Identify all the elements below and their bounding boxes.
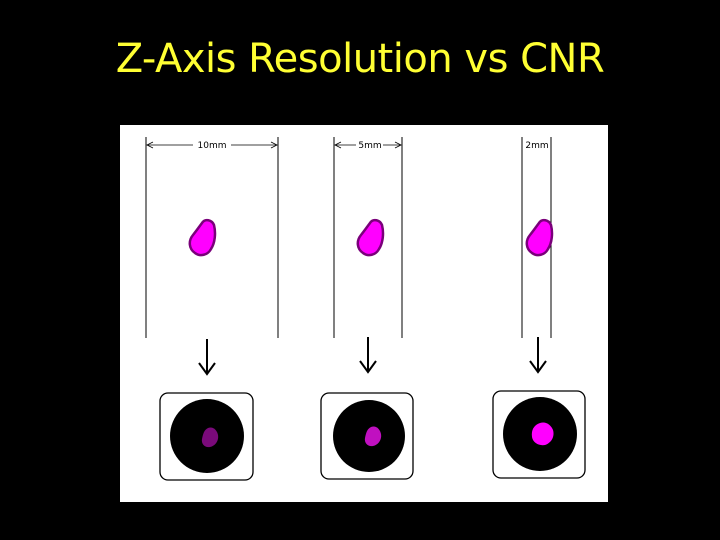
slice-thickness-label: 10mm (198, 141, 227, 151)
slice-thickness-label: 2mm (525, 141, 548, 151)
lesion-blob (356, 218, 385, 257)
slice-thickness-label: 5mm (358, 141, 381, 151)
image-lesion (364, 426, 382, 447)
projection-arrow-head (359, 360, 377, 374)
slice-2mm-group: 2mm (492, 137, 586, 479)
diagram-panel: 10mm 5mm 2mm (120, 125, 608, 502)
image-lesion (531, 422, 554, 446)
lesion-blob (525, 218, 554, 257)
image-lesion (201, 427, 219, 448)
slice-10mm-group: 10mm (145, 137, 279, 481)
projection-arrow-head (198, 362, 216, 376)
slide-title: Z-Axis Resolution vs CNR (115, 36, 605, 82)
lesion-blob (188, 218, 217, 257)
projection-arrow-head (529, 360, 547, 374)
slice-5mm-group: 5mm (320, 137, 414, 480)
